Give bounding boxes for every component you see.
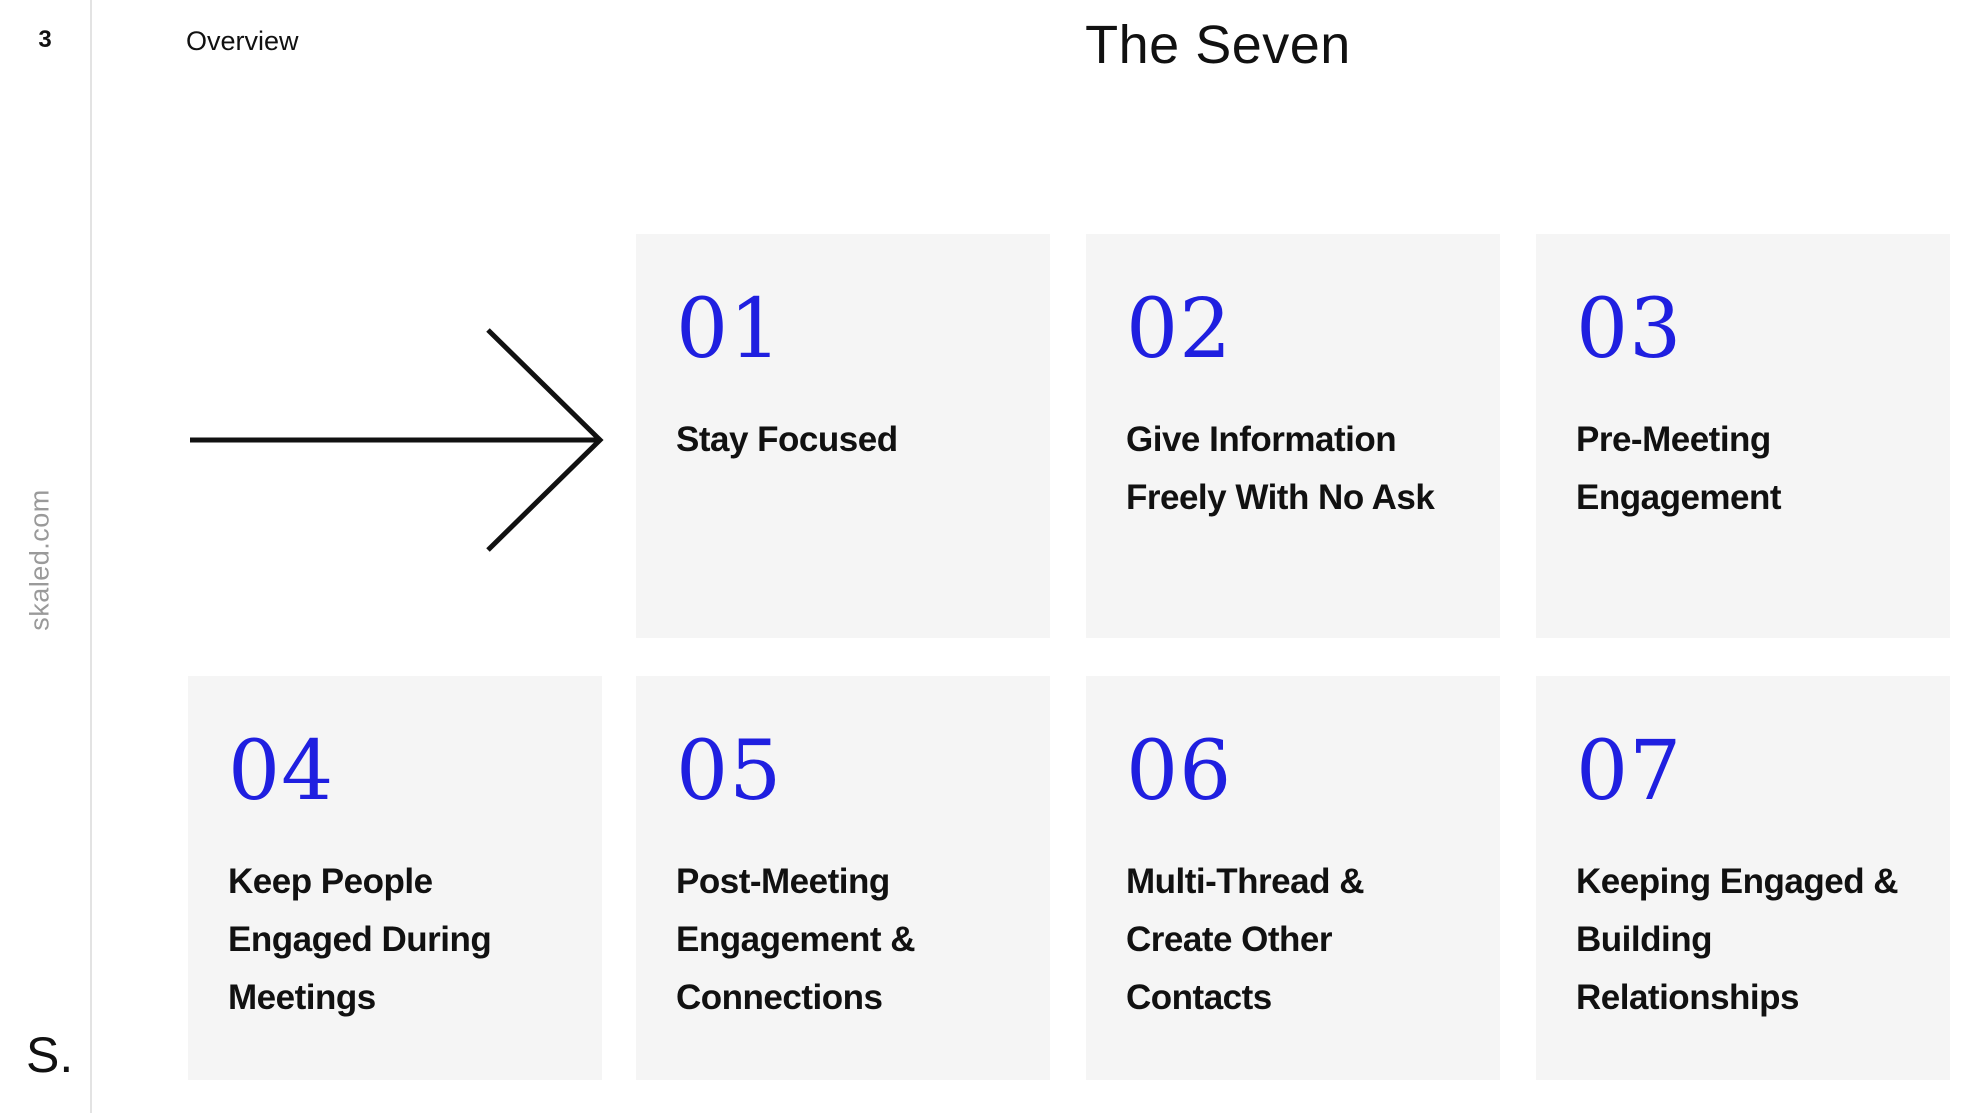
site-url: skaled.com [24, 489, 55, 631]
card-02: 02 Give Information Freely With No Ask [1086, 234, 1500, 638]
page-number: 3 [38, 26, 52, 53]
card-number: 07 [1576, 724, 1683, 819]
card-07: 07 Keeping Engaged & Building Relationsh… [1536, 676, 1950, 1080]
card-04: 04 Keep People Engaged During Meetings [188, 676, 602, 1080]
card-text: Stay Focused [676, 420, 898, 459]
card-text: Keeping Engaged & Building Relationships [1576, 862, 1899, 1017]
card-03: 03 Pre-Meeting Engagement [1536, 234, 1950, 638]
card-text: Give Information Freely With No Ask [1126, 420, 1435, 517]
arrow-right-icon [190, 328, 604, 552]
card-number: 04 [228, 724, 335, 819]
section-label: Overview [186, 26, 299, 56]
card-01: 01 Stay Focused [636, 234, 1050, 638]
card-text: Post-Meeting Engagement & Connections [676, 862, 916, 1017]
card-05: 05 Post-Meeting Engagement & Connections [636, 676, 1050, 1080]
card-06: 06 Multi-Thread & Create Other Contacts [1086, 676, 1500, 1080]
card-number: 06 [1126, 724, 1233, 819]
left-rail: 3 skaled.com S. [0, 0, 92, 1113]
card-text: Multi-Thread & Create Other Contacts [1126, 862, 1364, 1017]
card-number: 02 [1126, 282, 1233, 377]
card-text: Pre-Meeting Engagement [1576, 420, 1782, 517]
card-number: 05 [676, 724, 783, 819]
slide-title: The Seven [1085, 15, 1351, 75]
card-text: Keep People Engaged During Meetings [228, 862, 492, 1017]
card-number: 01 [676, 282, 783, 377]
brand-logo: S. [26, 1027, 74, 1083]
card-number: 03 [1576, 282, 1683, 377]
